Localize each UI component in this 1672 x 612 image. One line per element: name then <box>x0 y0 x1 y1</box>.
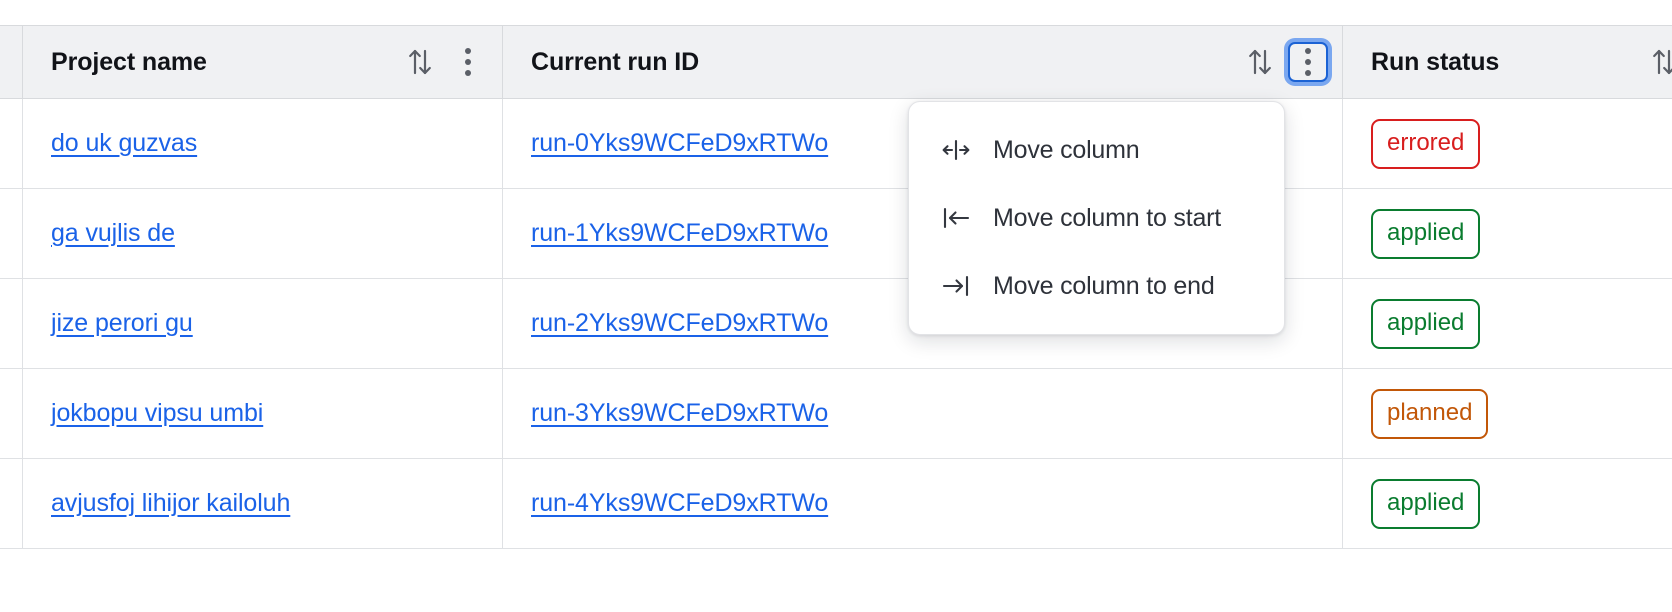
status-badge: applied <box>1371 208 1481 259</box>
cell-run-status: errored <box>1342 98 1672 189</box>
menu-item-move-column[interactable]: Move column <box>909 116 1284 184</box>
column-menu-button-current-run-id[interactable] <box>1288 42 1328 82</box>
status-badge: errored <box>1371 118 1481 169</box>
kebab-menu-icon <box>1305 48 1311 76</box>
table-row: jokbopu vipsu umbi run-3Yks9WCFeD9xRTWo … <box>0 368 1672 459</box>
status-badge: planned <box>1371 388 1489 439</box>
row-leading-cell <box>0 188 23 279</box>
table-row: do uk guzvas run-0Yks9WCFeD9xRTWo errore… <box>0 98 1672 189</box>
cell-project-name: jize perori gu <box>22 278 503 369</box>
run-id-link[interactable]: run-0Yks9WCFeD9xRTWo <box>531 129 829 157</box>
row-leading-cell <box>0 278 23 369</box>
table-header-row: Project name <box>0 25 1672 99</box>
cell-project-name: jokbopu vipsu umbi <box>22 368 503 459</box>
project-name-link[interactable]: jize perori gu <box>51 309 193 337</box>
cell-project-name: avjusfoj lihijor kailoluh <box>22 458 503 549</box>
column-menu-button-project-name[interactable] <box>448 42 488 82</box>
column-header-label-run-status: Run status <box>1371 47 1500 76</box>
table-body: do uk guzvas run-0Yks9WCFeD9xRTWo errore… <box>0 98 1672 549</box>
run-id-link[interactable]: run-4Yks9WCFeD9xRTWo <box>531 489 829 517</box>
cell-run-status: applied <box>1342 278 1672 369</box>
arrow-right-to-bar-icon <box>939 274 973 298</box>
column-header-run-status[interactable]: Run status <box>1342 25 1672 99</box>
status-badge: applied <box>1371 298 1481 349</box>
column-header-current-run-id[interactable]: Current run ID <box>502 25 1343 99</box>
row-leading-cell <box>0 98 23 189</box>
table-row: jize perori gu run-2Yks9WCFeD9xRTWo appl… <box>0 278 1672 369</box>
column-header-tools-current-run-id <box>1240 42 1342 82</box>
projects-table: Project name <box>0 25 1672 549</box>
sort-button-project-name[interactable] <box>400 42 440 82</box>
cell-project-name: do uk guzvas <box>22 98 503 189</box>
menu-item-move-column-to-start[interactable]: Move column to start <box>909 184 1284 252</box>
column-header-label-project-name: Project name <box>51 47 207 76</box>
menu-item-label: Move column <box>993 135 1140 164</box>
cell-run-status: applied <box>1342 458 1672 549</box>
project-name-link[interactable]: ga vujlis de <box>51 219 175 247</box>
project-name-link[interactable]: avjusfoj lihijor kailoluh <box>51 489 291 517</box>
projects-table-container: Project name <box>0 25 1672 549</box>
column-header-label-current-run-id: Current run ID <box>531 47 700 76</box>
menu-item-move-column-to-end[interactable]: Move column to end <box>909 252 1284 320</box>
run-id-link[interactable]: run-1Yks9WCFeD9xRTWo <box>531 219 829 247</box>
project-name-link[interactable]: do uk guzvas <box>51 129 198 157</box>
arrow-left-to-bar-icon <box>939 206 973 230</box>
sort-button-current-run-id[interactable] <box>1240 42 1280 82</box>
table-row: ga vujlis de run-1Yks9WCFeD9xRTWo applie… <box>0 188 1672 279</box>
cell-run-status: planned <box>1342 368 1672 459</box>
column-header-tools-project-name <box>400 42 502 82</box>
cell-project-name: ga vujlis de <box>22 188 503 279</box>
status-badge: applied <box>1371 478 1481 529</box>
project-name-link[interactable]: jokbopu vipsu umbi <box>51 399 264 427</box>
move-column-horizontal-icon <box>939 138 973 162</box>
column-options-menu: Move column Move column to start <box>908 101 1285 335</box>
cell-current-run-id: run-3Yks9WCFeD9xRTWo <box>502 368 1343 459</box>
table-header: Project name <box>0 25 1672 99</box>
sort-button-run-status[interactable] <box>1644 42 1672 82</box>
run-id-link[interactable]: run-2Yks9WCFeD9xRTWo <box>531 309 829 337</box>
menu-item-label: Move column to start <box>993 203 1222 232</box>
row-leading-cell <box>0 368 23 459</box>
table-row: avjusfoj lihijor kailoluh run-4Yks9WCFeD… <box>0 458 1672 549</box>
row-leading-cell <box>0 458 23 549</box>
column-header-tools-run-status <box>1644 42 1672 82</box>
cell-current-run-id: run-4Yks9WCFeD9xRTWo <box>502 458 1343 549</box>
kebab-menu-icon <box>465 48 471 76</box>
run-id-link[interactable]: run-3Yks9WCFeD9xRTWo <box>531 399 829 427</box>
column-header-leading <box>0 25 23 99</box>
menu-item-label: Move column to end <box>993 271 1215 300</box>
cell-run-status: applied <box>1342 188 1672 279</box>
column-header-project-name[interactable]: Project name <box>22 25 503 99</box>
